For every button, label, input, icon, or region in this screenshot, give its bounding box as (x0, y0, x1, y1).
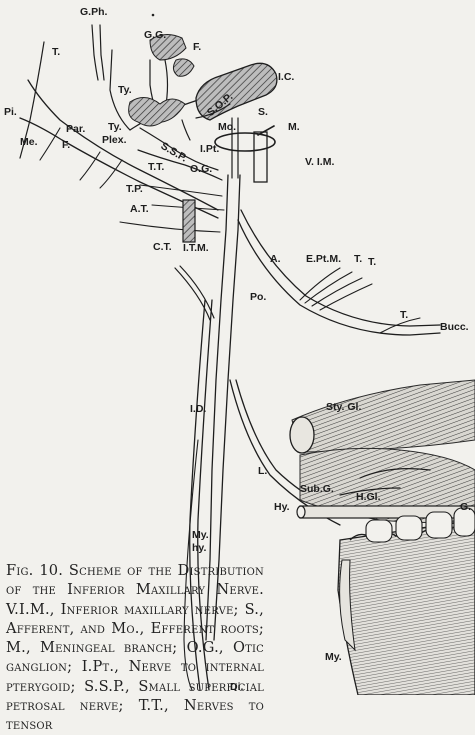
label-f-mid: F. (62, 139, 70, 151)
label-t-t: T.T. (148, 161, 164, 173)
label-t-1: T. (354, 253, 362, 265)
label-po: Po. (250, 291, 266, 303)
label-c-t: C.T. (153, 241, 172, 253)
label-s: S. (258, 106, 268, 118)
tensor-muscle-block (183, 200, 195, 242)
label-t-2: T. (368, 256, 376, 268)
label-v-i-m: V. I.M. (305, 156, 334, 168)
label-plex: Plex. (102, 134, 127, 146)
label-a-t: A.T. (130, 203, 149, 215)
label-i-t-m: I.T.M. (183, 242, 209, 254)
label-g-g: G.G. (144, 29, 166, 41)
tympanic-plexus (129, 34, 194, 126)
label-ty: Ty. (118, 84, 132, 96)
label-my-hy-1: My. (192, 529, 209, 541)
figure-caption: Fig. 10. Scheme of the Distribution of t… (6, 561, 264, 735)
label-hy: Hy. (274, 501, 290, 513)
label-sty-gl: Sty. Gl. (326, 401, 361, 413)
label-t-left: T. (52, 46, 60, 58)
label-h-gl: H.Gl. (356, 491, 381, 503)
label-l: L. (258, 465, 267, 477)
figure-caption-text: Fig. 10. Scheme of the Distribution of t… (6, 562, 264, 733)
label-t-p: T.P. (126, 183, 143, 195)
label-m: M. (288, 121, 300, 133)
label-i-pt: I.Pt. (200, 143, 219, 155)
label-t-bucc: T. (400, 309, 408, 321)
label-o-g: O.G. (190, 163, 212, 175)
mandible (338, 508, 475, 695)
label-i-c: I.C. (278, 71, 294, 83)
label-g-ph: G.Ph. (80, 6, 108, 18)
label-my: My. (325, 651, 342, 663)
styloglossus-muscle (290, 380, 475, 453)
label-pi: Pi. (4, 106, 17, 118)
label-i-d: I.D. (190, 403, 206, 415)
label-bucc: Bucc. (440, 321, 469, 333)
label-mo: Mo. (218, 121, 236, 133)
label-a: A. (270, 253, 281, 265)
label-my-hy-2: hy. (192, 542, 206, 554)
label-ty-plex: Ty. (108, 121, 122, 133)
label-g: G. (460, 501, 471, 513)
label-me: Me. (20, 136, 38, 148)
label-e-pt-m: E.Pt.M. (306, 253, 341, 265)
label-sub-g: Sub.G. (300, 483, 334, 495)
label-f-top: F. (193, 41, 201, 53)
label-par: Par. (66, 123, 85, 135)
